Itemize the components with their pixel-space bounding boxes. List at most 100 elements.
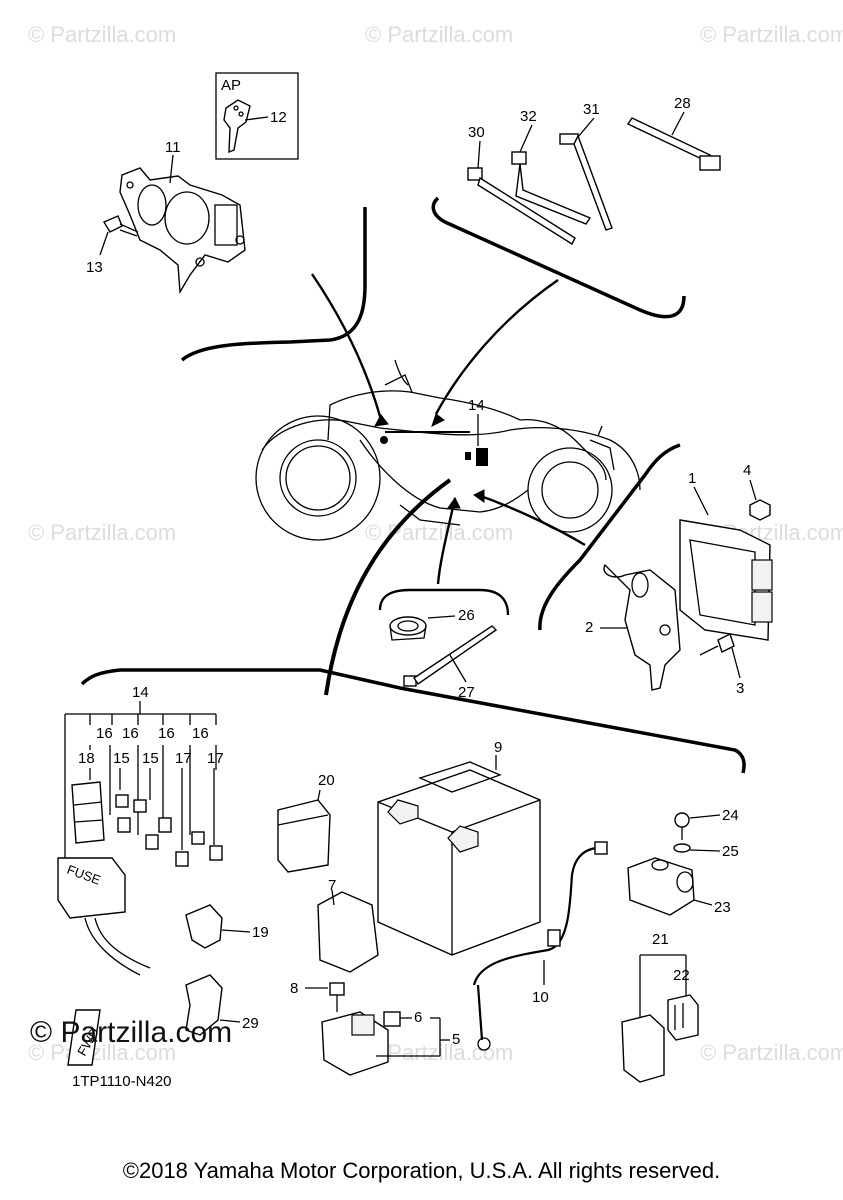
leader-line [324, 478, 452, 696]
part-label-29: 29 [242, 1015, 259, 1032]
part-label-13: 13 [86, 259, 103, 276]
part-label-4: 4 [743, 462, 751, 479]
part-label-14: 14 [468, 397, 485, 414]
part-label-15: 15 [142, 750, 159, 767]
fuse-group: 14 16 16 16 16 18 15 15 17 17 FUSE [57, 684, 224, 976]
watermark: © Partzilla.com [700, 1040, 843, 1065]
ap-box [215, 72, 299, 160]
fuse-icon [175, 851, 189, 867]
fuse-icon [191, 831, 205, 845]
screw-icon [674, 812, 690, 828]
part-label-26: 26 [458, 607, 475, 624]
part-label-28: 28 [674, 95, 691, 112]
part-label-27: 27 [458, 684, 475, 701]
part-label-20: 20 [318, 772, 335, 789]
bracket-icon [603, 563, 681, 691]
part-label-5: 5 [452, 1031, 460, 1048]
fuse-icon [133, 799, 147, 813]
part-label-19: 19 [252, 924, 269, 941]
cable-tie-strap-icon [515, 163, 592, 225]
part-label-6: 6 [414, 1009, 422, 1026]
washer-icon [673, 843, 691, 853]
watermark: © Partzilla.com [28, 1040, 176, 1065]
fuse-icon [158, 817, 172, 833]
part-label-24: 24 [722, 807, 739, 824]
part-label-2: 2 [585, 619, 593, 636]
part-label-23: 23 [714, 899, 731, 916]
part-label-9: 9 [494, 739, 502, 756]
band-tie-group: 26 27 [389, 607, 498, 701]
part-label-18: 18 [78, 750, 95, 767]
starter-relay-cover-icon [317, 891, 379, 973]
part-label-22: 22 [673, 967, 690, 984]
callout-bracket [538, 443, 681, 631]
key-icon [223, 99, 251, 154]
part-label-10: 10 [532, 989, 549, 1006]
cable-tie-clip-icon [699, 155, 721, 171]
callout-bracket [80, 668, 746, 774]
fuse-icon [117, 817, 131, 833]
part-label-31: 31 [583, 101, 600, 118]
bolt-icon [717, 633, 735, 653]
part-label-16: 16 [192, 725, 209, 742]
watermark: © Partzilla.com [365, 1040, 513, 1065]
ecu-group: 1 4 2 3 [585, 462, 773, 697]
part-label-3: 3 [736, 680, 744, 697]
part-label-8: 8 [290, 980, 298, 997]
callout-bracket [378, 588, 510, 616]
logo-watermark: © Partzilla.com [30, 1016, 232, 1049]
main-switch-group: AP 12 11 13 [86, 72, 299, 295]
part-label-25: 25 [722, 843, 739, 860]
callout-bracket [431, 196, 686, 319]
part-label-11: 11 [165, 139, 181, 156]
fuse-icon [383, 1011, 401, 1027]
leader-line [311, 273, 383, 421]
cable-tie-icon [467, 167, 483, 181]
part-label-17: 17 [207, 750, 224, 767]
relay-group: 21 22 [621, 931, 699, 1083]
clamp-icon [185, 904, 223, 949]
cable-tie-strap-icon [626, 117, 712, 162]
battery-icon [377, 769, 541, 956]
cable-ties-group: 30 32 31 28 [467, 95, 721, 246]
motorcycle-outline [255, 359, 641, 541]
watermarks: © Partzilla.com © Partzilla.com © Partzi… [28, 22, 843, 1065]
part-label-30: 30 [468, 124, 485, 141]
leader-line [434, 279, 559, 415]
clamp-icon [185, 974, 223, 1036]
battery-group: 9 [377, 739, 541, 956]
fuse-icon [115, 794, 129, 808]
main-switch-icon [119, 167, 246, 295]
cable-tie-strap-icon [477, 176, 576, 246]
screw-icon [102, 215, 123, 233]
part-label-16: 16 [122, 725, 139, 742]
watermark: © Partzilla.com [28, 520, 176, 545]
part-label-7: 7 [328, 877, 336, 894]
part-label-15: 15 [113, 750, 130, 767]
copyright-text: ©2018 Yamaha Motor Corporation, U.S.A. A… [122, 1158, 721, 1183]
fuse-icon [209, 845, 223, 861]
watermark: © Partzilla.com [365, 520, 513, 545]
part-label-17: 17 [175, 750, 192, 767]
bolt-icon [329, 982, 345, 996]
cable-tie-strap-icon [573, 134, 613, 231]
part-label-16: 16 [158, 725, 175, 742]
battery-cable-icon [472, 846, 597, 986]
callout-bracket [180, 207, 367, 362]
nut-icon [749, 499, 771, 521]
ap-label: AP [221, 77, 241, 94]
diagram-code: 1TP1110-N420 [72, 1073, 172, 1090]
relay-icon [71, 781, 105, 844]
watermark: © Partzilla.com [365, 22, 513, 47]
cable-tie-strap-icon [413, 625, 498, 685]
part-label-32: 32 [520, 108, 537, 125]
sensor-group: 24 25 23 [627, 807, 739, 916]
part-label-12: 12 [270, 109, 287, 126]
relay-icon [621, 1014, 665, 1083]
sensor-holder-icon [627, 857, 695, 916]
watermark: © Partzilla.com [28, 22, 176, 47]
cable-band-icon [389, 616, 427, 636]
fuse-icon [145, 834, 159, 850]
watermark: © Partzilla.com [700, 22, 843, 47]
